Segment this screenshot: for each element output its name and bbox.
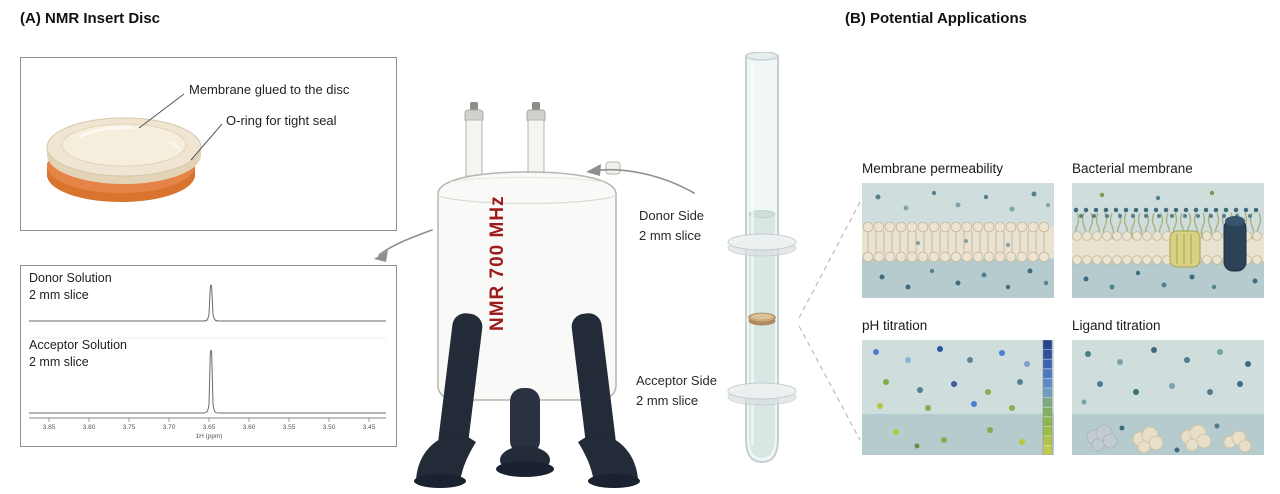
solute-dots — [1083, 190, 1258, 290]
spectrometer-label: NMR 700 MHz — [487, 195, 508, 331]
insert-disc-in-tube — [748, 312, 776, 326]
x-axis-title: 1H (ppm) — [195, 433, 222, 440]
axis-tick-label: 3.45 — [363, 424, 376, 431]
app-label-membrane-permeability: Membrane permeability — [862, 161, 1004, 176]
membrane-label: Membrane glued to the disc — [189, 82, 350, 97]
protein-blobs — [1086, 424, 1252, 454]
donor-side-subtitle: 2 mm slice — [639, 228, 702, 243]
panel-a-title: (A) NMR Insert Disc — [20, 10, 161, 27]
ph-titration-illustration — [862, 340, 1054, 455]
oring-leader-line — [190, 123, 223, 161]
axis-tick-label: 3.85 — [43, 424, 56, 431]
app-bacterial-membrane: Bacterial membrane — [1072, 161, 1264, 298]
tube-rim — [745, 52, 779, 61]
membrane-permeability-illustration — [862, 183, 1054, 298]
axis-tick-label: 3.70 — [163, 424, 176, 431]
solute-dots — [875, 190, 1050, 290]
acceptor-solution-subtitle: 2 mm slice — [29, 355, 89, 369]
spectrometer-port-right — [526, 102, 546, 177]
panel-b-title: (B) Potential Applications — [845, 10, 1027, 27]
dashed-line-to-apps-bottom — [798, 325, 861, 441]
ph-scale-bar — [1042, 340, 1053, 455]
axis-tick-label: 3.80 — [83, 424, 96, 431]
ligand-titration-illustration — [1072, 340, 1264, 455]
donor-solution-label: Donor Solution 2 mm slice — [29, 270, 112, 304]
disc-illustration-box: Membrane glued to the disc O-ring for ti… — [20, 57, 397, 231]
app-ligand-titration: Ligand titration — [1072, 318, 1264, 455]
ligand-dots — [1081, 347, 1251, 453]
donor-solution-subtitle: 2 mm slice — [29, 288, 89, 302]
acceptor-side-title: Acceptor Side — [636, 373, 717, 388]
spectrum-box: 3.85 3.80 3.75 3.70 3.65 3.60 3.55 3.50 … — [20, 265, 397, 447]
applications-grid: Membrane permeability — [862, 161, 1264, 455]
membrane-protein-dark — [1223, 216, 1247, 272]
disc-shape — [46, 117, 202, 184]
axis-tick-label: 3.50 — [323, 424, 336, 431]
donor-side-label: Donor Side 2 mm slice — [639, 206, 704, 246]
spectrometer-legs — [414, 313, 640, 488]
tube-flange-lower — [727, 382, 797, 406]
porin-protein — [1169, 230, 1201, 268]
dashed-line-to-apps-top — [798, 201, 861, 319]
spectrometer-port-left — [464, 102, 484, 177]
acceptor-side-label: Acceptor Side 2 mm slice — [636, 371, 717, 411]
membrane-leader-line — [138, 93, 185, 129]
ph-indicator-dots — [873, 346, 1030, 449]
axis-tick-label: 3.55 — [283, 424, 296, 431]
acceptor-spectrum-trace — [29, 349, 386, 414]
arrowhead-to-spectrum — [374, 250, 388, 262]
app-label-ph-titration: pH titration — [862, 318, 928, 333]
axis-tick-label: 3.75 — [123, 424, 136, 431]
axis-tick-label: 3.65 — [203, 424, 216, 431]
donor-solution-title: Donor Solution — [29, 271, 112, 285]
app-label-ligand-titration: Ligand titration — [1072, 318, 1161, 333]
insert-disc-drawing — [46, 93, 223, 202]
nmr-spectra-plot: 3.85 3.80 3.75 3.70 3.65 3.60 3.55 3.50 … — [29, 284, 386, 440]
lipid-tails — [867, 231, 1045, 253]
oring-label: O-ring for tight seal — [226, 113, 337, 128]
donor-side-title: Donor Side — [639, 208, 705, 223]
tube-flange-upper — [727, 233, 797, 257]
nmr-tube — [727, 52, 797, 464]
app-membrane-permeability: Membrane permeability — [862, 161, 1054, 298]
app-ph-titration: pH titration — [862, 318, 1054, 455]
donor-spectrum-trace — [29, 284, 386, 322]
axis-tick-label: 3.60 — [243, 424, 256, 431]
acceptor-side-subtitle: 2 mm slice — [636, 393, 699, 408]
x-axis-ticks — [48, 418, 370, 422]
acceptor-solution-title: Acceptor Solution — [29, 338, 127, 352]
acceptor-solution-label: Acceptor Solution 2 mm slice — [29, 337, 127, 371]
bacterial-membrane-illustration — [1072, 183, 1264, 298]
app-label-bacterial-membrane: Bacterial membrane — [1072, 161, 1193, 176]
nmr-spectrometer — [414, 102, 640, 488]
